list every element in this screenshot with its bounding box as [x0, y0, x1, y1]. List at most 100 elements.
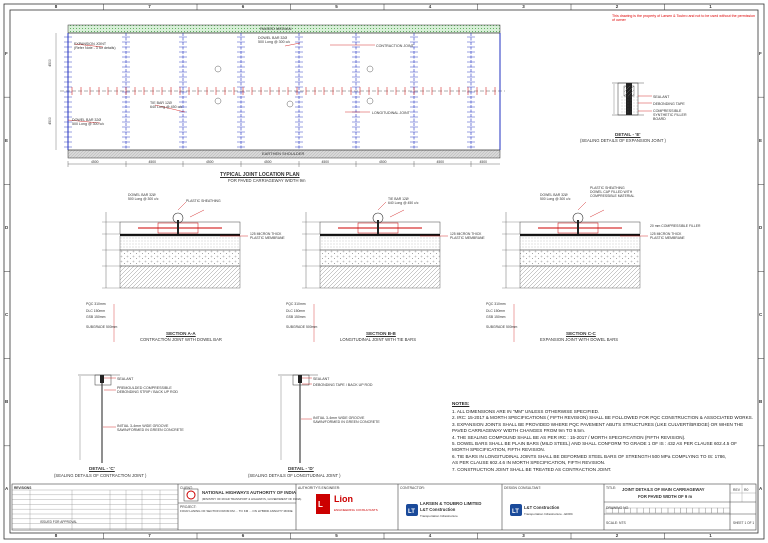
joint-location-plan: [55, 24, 505, 167]
plan-dim-5: 4500: [379, 160, 387, 164]
grid-row-left-2: D: [5, 224, 9, 230]
detail-c-subtitle: (SEALING DETAILS OF CONTRACTION JOINT ): [54, 473, 147, 478]
detail-e-title: DETAIL - 'E': [615, 132, 641, 137]
grid-row-left-1: E: [5, 137, 9, 143]
section-2-callout-1: 500 Long @ 300 c/c: [540, 197, 571, 201]
grid-row-left-3: C: [5, 312, 9, 318]
section-0-title: SECTION A-A: [166, 331, 196, 336]
grid-col-bottom-1: 7: [148, 533, 151, 538]
detail-d-subtitle: (SEALING DETAILS OF LONGITUDINAL JOINT ): [248, 473, 341, 478]
note-9: 7. CONSTRUCTION JOINT SHALL BE TREATED A…: [452, 466, 612, 472]
section-drawing-2: [502, 201, 648, 342]
revision-header: REVISIONS: [14, 486, 32, 490]
section-1-layer-0: PQC 310mm: [286, 302, 306, 306]
grid-col-top-3: 5: [335, 4, 338, 9]
detail-e-label-2: COMPRESSIBLE SYNTHETIC FILLER BOARD: [653, 109, 687, 121]
lion-logo-text: Lion: [334, 494, 353, 504]
grid-col-top-5: 3: [522, 4, 525, 9]
detail-d-drawing: [278, 374, 318, 463]
plan-dim-7: 4500: [479, 160, 488, 164]
section-1-layer-1: DLC 150mm: [286, 308, 306, 313]
detail-e-label-1: DEBONDING TAPE: [653, 102, 685, 106]
section-2-callout-5: 20 mm COMPRESSIBLE FILLER: [650, 224, 701, 228]
detail-d-label-0: SEALANT: [313, 377, 330, 381]
title-line1: JOINT DETAILS OF MAIN CARRIAGEWAY: [622, 487, 705, 492]
section-2-callout-0: DOWEL BAR 32Ø: [540, 193, 568, 197]
rev-label: REV: [733, 488, 740, 492]
note-1: 2. IRC: 15-2017 & MORTH SPECIFICATIONS (…: [452, 415, 754, 421]
section-1-subtitle: LONGITUDINAL JOINT WITH TIE BARS: [340, 337, 417, 342]
grid-col-bottom-7: 1: [709, 533, 712, 538]
plan-dim-3: 4500: [264, 160, 272, 164]
plan-dim-0: 4500: [91, 160, 99, 164]
svg-text:LT: LT: [408, 509, 415, 515]
detail-e-label-0: SEALANT: [653, 95, 670, 99]
section-1-callout-3: PLASTIC MEMBRANE: [450, 236, 485, 240]
drawing-no-label: DRAWING NO.: [606, 506, 630, 510]
section-1-callout-2: 125 MICRON THICK: [450, 232, 482, 236]
note-8: AS PER CLAUSE 602.4.6 IN MORTH SPECIFICA…: [452, 460, 606, 466]
lt-ti: Transportation Infrastructure: [420, 514, 458, 518]
grid-col-bottom-6: 2: [615, 533, 619, 538]
note-6: MORTH SPECIFICATION, FIFTH REVISION.: [452, 447, 545, 453]
grid-col-bottom-0: 8: [54, 533, 58, 538]
plan-title: TYPICAL JOINT LOCATION PLAN: [220, 172, 300, 178]
grid-row-right-0: F: [759, 50, 762, 56]
section-2-title: SECTION C-C: [566, 331, 596, 336]
section-drawing-1: [302, 201, 448, 342]
section-2-subtitle: EXPANSION JOINT WITH DOWEL BARS: [540, 337, 619, 342]
note-4: 4. THE SEALING COMPOUND SHALL BE AS PER …: [452, 434, 686, 440]
detail-c-drawing: [78, 374, 120, 463]
lt2-ti: Transportation Infrastructure - EDRC: [524, 512, 573, 516]
grid-row-left-0: F: [5, 50, 8, 56]
section-2-layer-1: DLC 150mm: [486, 308, 506, 313]
section-0-callout-0: DOWEL BAR 32Ø: [128, 193, 156, 197]
section-1-callout-0: TIE BAR 12Ø: [388, 197, 409, 201]
consultant-label: DESIGN CONSULTANT:: [504, 486, 541, 490]
grid-col-top-7: 1: [709, 4, 712, 9]
client-name: NATIONAL HIGHWAYS AUTHORITY OF INDIA: [202, 490, 297, 495]
project-text: FOUR LANING OF SECTION FROM KM ... TO KM…: [180, 509, 293, 513]
detail-e-subtitle: (SEALING DETAILS OF EXPANSION JOINT ): [580, 138, 666, 143]
plan-width-dim-1: 4500: [47, 117, 52, 125]
section-1-callout-1: 640 Long @ 450 c/c: [388, 201, 419, 205]
detail-d-label-1: DEBONDING TAPE / BACK UP ROD: [313, 383, 373, 387]
section-0-callout-2: PLASTIC SHEATHING: [186, 199, 221, 203]
grid-col-bottom-3: 5: [335, 533, 338, 538]
plan-width-dim-0: 4500: [47, 59, 52, 67]
section-2-layer-2: GSB 150mm: [486, 315, 506, 319]
grid-row-left-5: A: [5, 486, 9, 492]
title-line2: FOR PAVED WIDTH OF 9 m: [638, 494, 693, 499]
sheet-label: SHEET 1 OF 1: [733, 521, 755, 525]
section-0-callout-3: 125 MICRON THICK: [250, 232, 282, 236]
section-2-callout-7: PLASTIC MEMBRANE: [650, 236, 685, 240]
grid-col-bottom-2: 6: [241, 533, 245, 538]
raised-median-label: RAISED MEDIAN: [260, 26, 292, 31]
grid-col-bottom-4: 4: [428, 533, 432, 538]
section-0-layer-2: GSB 150mm: [86, 315, 106, 319]
nhai-logo-icon: [183, 488, 199, 502]
grid-col-bottom-5: 3: [522, 533, 525, 538]
grid-row-right-1: E: [759, 137, 763, 143]
note-3: PAVED CARRIAGEWAY WIDTH CHANGES FROM 9m …: [452, 428, 586, 434]
client-label: CLIENT:: [180, 486, 193, 490]
plan-dim-2: 4500: [206, 160, 214, 164]
section-1-title: SECTION B-B: [366, 331, 396, 336]
section-2-layer-3: SUBGRADE 500mm: [486, 324, 518, 329]
section-1-layer-2: GSB 150mm: [286, 315, 306, 319]
grid-col-top-6: 2: [615, 4, 619, 9]
lt-logo-icon: LT LT: [406, 504, 522, 516]
earthen-shoulder-label: EARTHEN SHOULDER: [262, 151, 305, 156]
lt-construction: L&T Construction: [420, 507, 456, 512]
lion-logo-icon: L: [316, 494, 330, 514]
section-0-subtitle: CONTRACTION JOINT WITH DOWEL BAR: [140, 337, 222, 342]
longitudinal-joint-callout: LONGITUDINAL JOINT: [372, 111, 410, 115]
section-1-layer-3: SUBGRADE 500mm: [286, 324, 318, 329]
lt2-construction: L&T Construction: [524, 505, 560, 510]
grid-row-right-3: C: [759, 312, 763, 318]
